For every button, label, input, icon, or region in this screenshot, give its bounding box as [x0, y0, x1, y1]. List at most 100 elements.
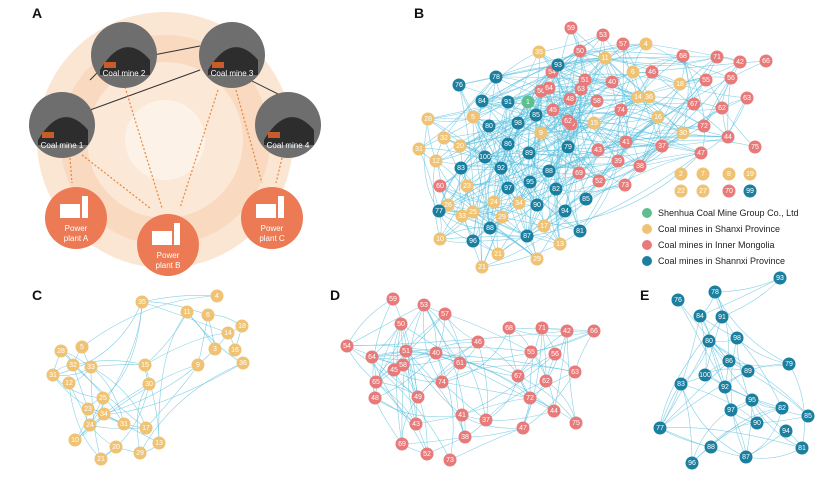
node-label: 93 — [554, 62, 562, 69]
node-62 — [715, 101, 729, 115]
node-label: 57 — [441, 311, 449, 318]
node-63 — [574, 82, 588, 96]
node-label: 12 — [432, 158, 440, 165]
edge — [375, 304, 425, 383]
node-5 — [466, 110, 480, 124]
node-18 — [673, 77, 687, 91]
node-label: 54 — [548, 69, 556, 76]
node-20 — [453, 139, 467, 153]
node-64 — [542, 81, 556, 95]
node-94 — [558, 204, 572, 218]
node-label: 27 — [699, 188, 707, 195]
node-52 — [420, 447, 434, 461]
node-25 — [96, 391, 110, 405]
edge — [625, 136, 729, 146]
edge — [90, 366, 147, 429]
legend-swatch-inner-mongolia — [642, 240, 652, 250]
edge — [714, 291, 730, 388]
edge — [439, 185, 581, 232]
node-83 — [454, 161, 468, 175]
edge — [543, 152, 702, 227]
node-74 — [614, 103, 628, 117]
node-label: 38 — [461, 434, 469, 441]
node-label: 77 — [435, 208, 443, 215]
node-label: 100 — [479, 154, 491, 161]
edge — [375, 381, 428, 455]
edge — [459, 362, 519, 377]
edge — [680, 383, 747, 458]
node-33 — [84, 360, 98, 374]
node-label: 85 — [582, 196, 590, 203]
node-48 — [563, 92, 577, 106]
node-84 — [475, 94, 489, 108]
node-label: 72 — [526, 395, 534, 402]
node-label: 4 — [215, 293, 219, 300]
node-77 — [653, 421, 667, 435]
node-label: 66 — [762, 58, 770, 65]
edge — [691, 407, 783, 464]
edge — [346, 298, 394, 347]
node-label: 76 — [455, 82, 463, 89]
edge — [507, 120, 569, 189]
node-label: 42 — [563, 328, 571, 335]
power-plant-c: Power plant C — [241, 187, 303, 249]
node-label: 37 — [482, 417, 490, 424]
edge — [579, 50, 718, 66]
edge — [158, 311, 188, 444]
node-label: 2 — [679, 171, 683, 178]
edge — [745, 399, 753, 458]
edge — [604, 56, 718, 65]
node-57 — [438, 307, 452, 321]
edge — [526, 149, 599, 237]
node-44 — [721, 130, 735, 144]
node-label: 84 — [696, 313, 704, 320]
node-47 — [516, 421, 530, 435]
node-87 — [739, 450, 753, 464]
node-label: 62 — [564, 118, 572, 125]
node-label: 44 — [724, 134, 732, 141]
node-14 — [631, 90, 645, 104]
node-5 — [75, 340, 89, 354]
node-label: 44 — [550, 408, 558, 415]
node-57 — [616, 37, 630, 51]
node-84 — [693, 309, 707, 323]
node-label: 32 — [69, 362, 77, 369]
node-label: 64 — [545, 85, 553, 92]
node-92 — [718, 380, 732, 394]
node-8 — [722, 167, 736, 181]
node-label: 80 — [705, 338, 713, 345]
node-76 — [671, 293, 685, 307]
node-label: 69 — [398, 441, 406, 448]
legend-swatch-shenhua — [642, 208, 652, 218]
edge — [461, 353, 556, 416]
mine-hill-icon — [208, 47, 258, 75]
node-label: 33 — [458, 213, 466, 220]
node-37 — [655, 139, 669, 153]
edge — [374, 397, 463, 418]
node-11 — [180, 305, 194, 319]
node-37 — [479, 413, 493, 427]
node-label: 14 — [634, 94, 642, 101]
edge — [553, 330, 568, 412]
node-label: 64 — [368, 354, 376, 361]
node-54 — [340, 339, 354, 353]
edge — [659, 360, 730, 429]
node-label: 86 — [504, 141, 512, 148]
node-label: 73 — [621, 182, 629, 189]
panel-label-a: A — [32, 5, 42, 21]
mine-cart-icon — [268, 132, 280, 138]
node-label: 26 — [444, 202, 452, 209]
edge — [534, 90, 542, 206]
edge — [441, 327, 510, 383]
node-42 — [733, 55, 747, 69]
power-plant-b: Power plant B — [137, 214, 199, 276]
edge — [558, 27, 572, 148]
edge — [102, 301, 143, 399]
node-label: 68 — [679, 53, 687, 60]
node-label: 35 — [535, 49, 543, 56]
edge — [645, 43, 741, 63]
node-66 — [759, 54, 773, 68]
node-90 — [750, 416, 764, 430]
edge — [423, 118, 440, 212]
